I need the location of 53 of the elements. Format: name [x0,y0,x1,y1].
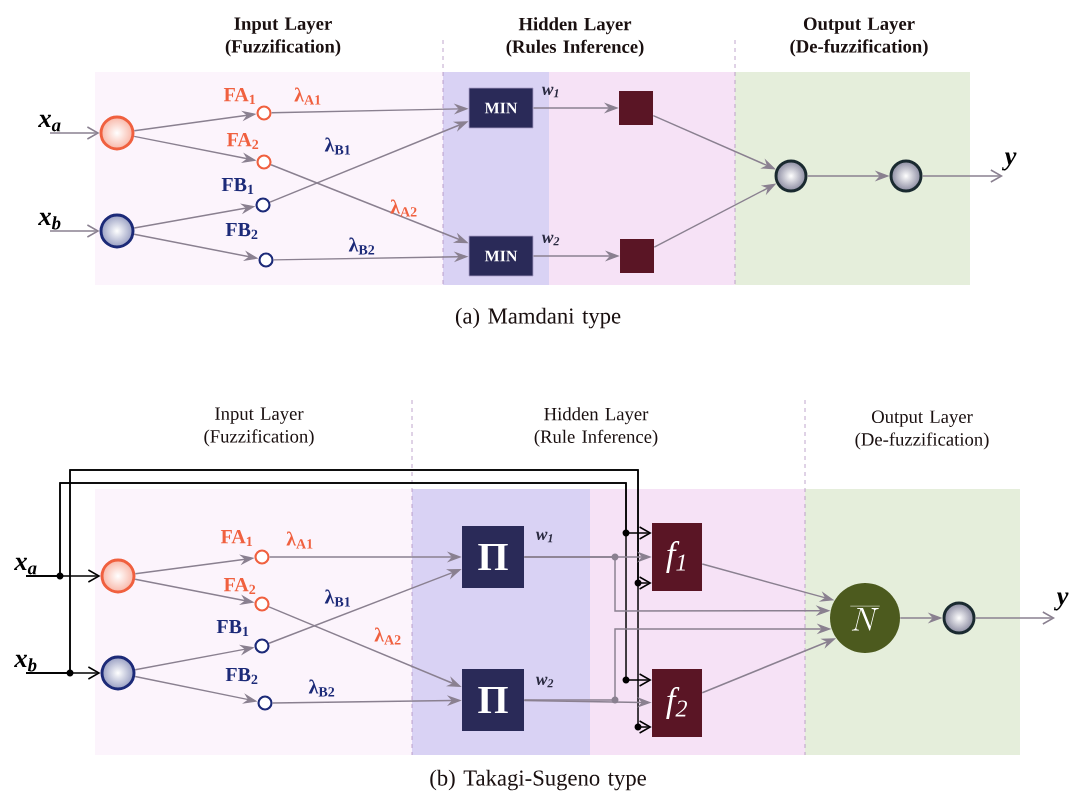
variable-label: x$_{b}$ [14,654,37,672]
caption: (a) Mamdani type [455,307,621,329]
membership-label: FA$_{1}$ [220,529,253,547]
edge-label: λ$_{A2}$ [390,199,417,217]
normalization-node: $\overline{N}$ [830,583,900,653]
membership-label: FB$_{1}$ [221,178,254,194]
input-neuron [99,115,135,151]
caption: (b) Takagi-Sugeno type [430,769,646,791]
layer-heading: Output Layer (De-fuzzification) [855,410,989,450]
output-neuron [774,159,808,193]
edge-label: λ$_{A1}$ [294,87,321,105]
edge-label: λ$_{B1}$ [324,589,351,607]
edge-label: w$_{2}$ [541,234,560,246]
output-neuron [889,159,923,193]
edge-label: λ$_{A1}$ [286,531,313,549]
arrow [49,224,100,238]
membership-label: FB$_{2}$ [225,668,258,684]
edge-label: w$_{2}$ [535,676,554,688]
layer-heading: Hidden Layer (Rule Inference) [534,407,658,447]
arrow [921,169,1003,183]
function-box: f$_{1}$ [652,523,702,591]
variable-label: x$_{a}$ [14,557,37,575]
layer-heading: Hidden Layer (Rules Inference) [506,17,644,57]
variable-label: y [1053,592,1069,611]
membership-label: FB$_{2}$ [225,223,258,239]
square-node [620,239,654,273]
edge-label: λ$_{B1}$ [324,137,351,155]
edge-label: w$_{1}$ [541,86,559,98]
membership-label: FB$_{1}$ [216,620,249,636]
arrow [49,126,100,140]
layer-heading: Output Layer (De-fuzzification) [790,17,928,57]
layer-heading: Input Layer (Fuzzification) [204,407,314,447]
variable-label: y [1001,152,1017,171]
arrow [974,611,1055,625]
function-box: f$_{2}$ [652,669,702,737]
output-neuron [942,601,976,635]
edge-label: w$_{1}$ [535,531,553,543]
variable-label: x$_{a}$ [38,114,61,132]
input-neuron [100,655,136,691]
arrow [25,469,652,734]
edge-label: λ$_{A2}$ [374,627,401,645]
membership-label: FA$_{1}$ [223,87,256,105]
edge-label: λ$_{B2}$ [308,679,335,697]
square-node [619,91,653,125]
membership-label: FA$_{2}$ [226,132,259,150]
product-box: Π [462,669,524,731]
input-neuron [99,213,135,249]
edge-label: λ$_{B2}$ [348,237,375,255]
layer-heading: Input Layer (Fuzzification) [225,17,341,57]
membership-label: FA$_{2}$ [223,577,256,595]
variable-label: x$_{b}$ [38,212,61,230]
input-neuron [100,558,136,594]
product-box: Π [462,526,524,588]
